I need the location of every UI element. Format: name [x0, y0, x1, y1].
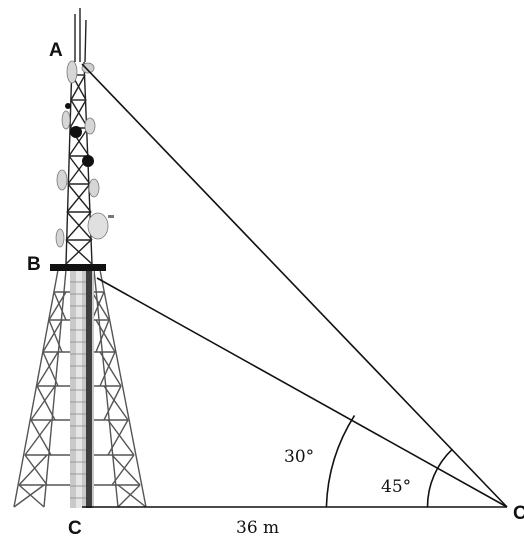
angle-label-inner: 30° — [284, 447, 314, 467]
antenna-equipment — [55, 60, 114, 248]
point-label-c: C — [68, 518, 82, 539]
point-label-a: A — [49, 40, 63, 61]
geometry-lines — [81, 63, 508, 508]
angle-label-outer: 45° — [381, 477, 411, 497]
line-ao — [81, 63, 508, 508]
arc-30-degree — [325, 414, 356, 508]
tower-shaft — [70, 270, 94, 508]
point-label-o: O — [513, 503, 524, 524]
line-bo — [96, 277, 508, 508]
point-label-b: B — [27, 254, 41, 275]
arc-45-degree — [426, 448, 454, 508]
distance-label-base: 36 m — [236, 518, 279, 538]
tower-lower-lattice — [13, 269, 147, 508]
tower-platform — [50, 264, 106, 271]
